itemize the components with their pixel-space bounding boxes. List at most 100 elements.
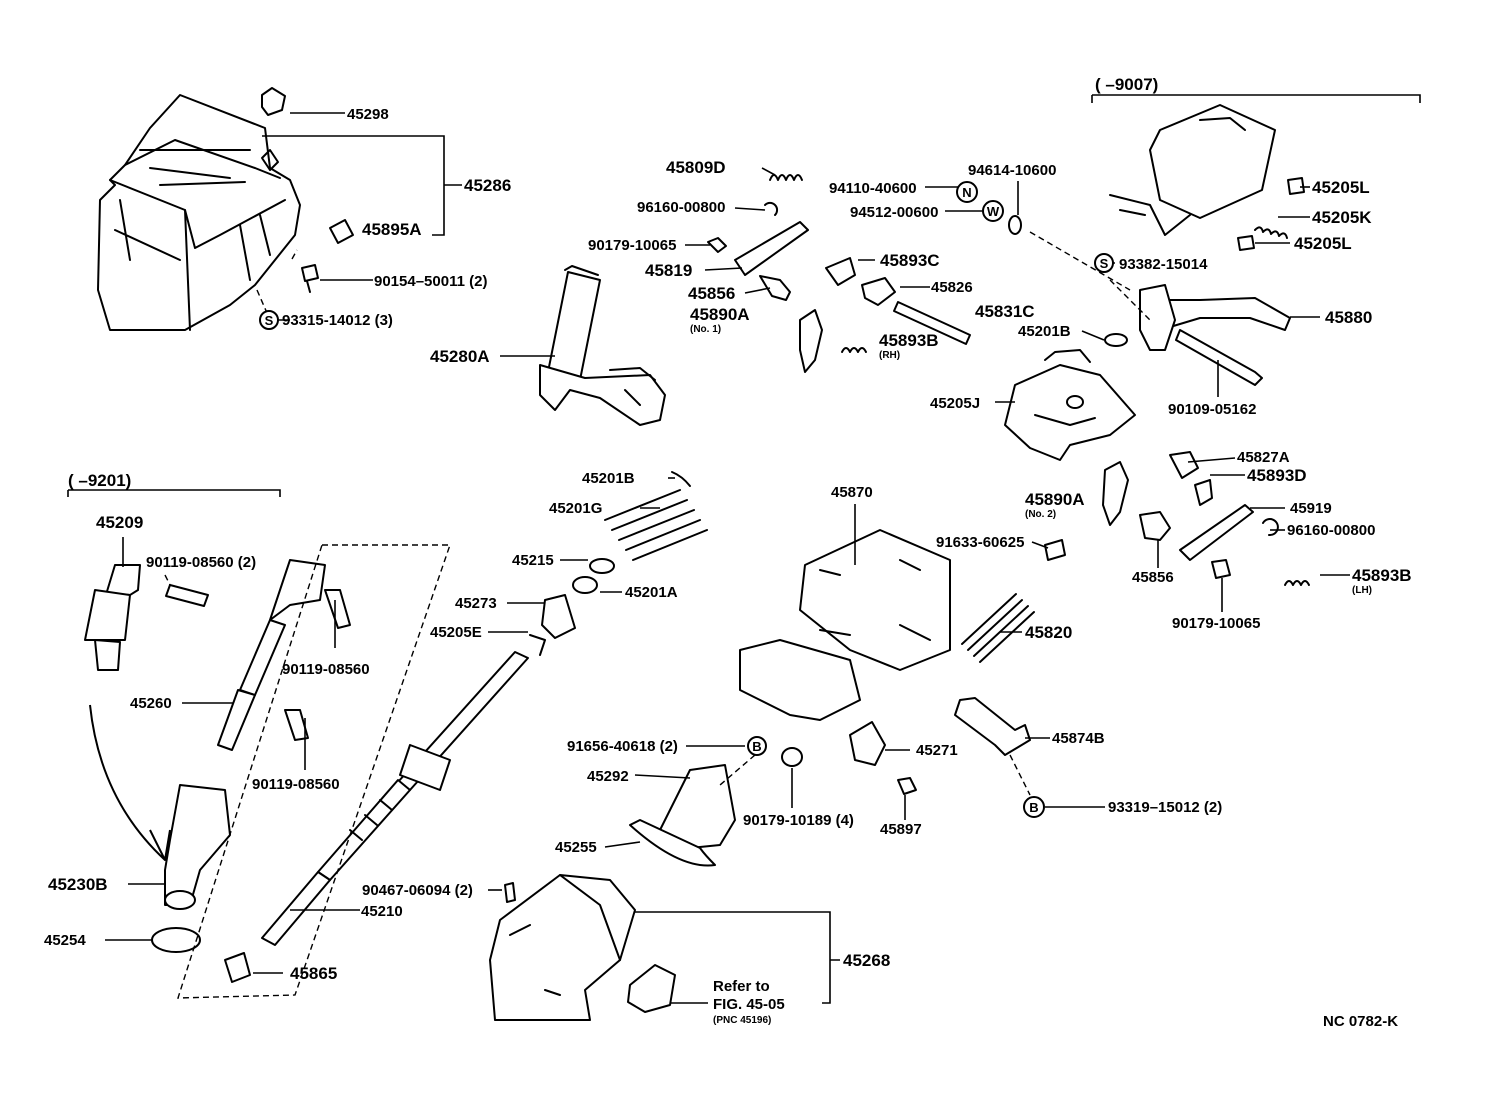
label-94110: 94110-40600	[829, 180, 917, 197]
clip-45205E-drawing	[529, 634, 546, 656]
washer-94614-drawing	[1008, 215, 1022, 235]
pin-45897-drawing	[897, 777, 917, 795]
label-90179-c: 90179-10065	[1172, 615, 1260, 632]
part-45205L-a-drawing	[1287, 177, 1305, 195]
label-45205L-a: 45205L	[1312, 178, 1370, 197]
symbol-b-a: B	[747, 736, 767, 756]
spring-45893B-lh-drawing	[1284, 580, 1310, 586]
lever-45890A-no1-drawing	[799, 309, 823, 373]
label-93382: 93382-15014	[1119, 256, 1208, 273]
label-45856-a: 45856	[688, 284, 735, 303]
bearing-45273-drawing	[541, 594, 576, 639]
lever-45819-drawing	[734, 221, 809, 276]
label-45255: 45255	[555, 839, 597, 856]
label-45273: 45273	[455, 595, 497, 612]
label-93315: 93315-14012 (3)	[282, 312, 393, 329]
bolt-90119-b-drawing	[324, 589, 351, 629]
label-93319: 93319–15012 (2)	[1108, 799, 1222, 816]
reference-note-line1: Refer to	[713, 978, 770, 995]
label-45271: 45271	[916, 742, 958, 759]
spring-45893B-rh-drawing	[841, 347, 867, 353]
main-shaft-45210-drawing	[261, 651, 529, 946]
gasket-45255-drawing	[629, 819, 716, 867]
label-45820: 45820	[1025, 623, 1072, 642]
label-45895A: 45895A	[362, 220, 422, 239]
tilt-lever-45880-drawing	[1139, 284, 1291, 351]
pad-45196-drawing	[627, 964, 676, 1013]
reference-note-line2: FIG. 45-05	[713, 996, 785, 1013]
label-91633: 91633-60625	[936, 534, 1024, 551]
pin-45856-drawing	[759, 275, 791, 301]
lever-45893D-drawing	[1194, 479, 1213, 506]
label-45205J: 45205J	[930, 395, 980, 412]
label-45874B: 45874B	[1052, 730, 1105, 747]
label-45201B-a: 45201B	[1018, 323, 1071, 340]
label-45870: 45870	[831, 484, 873, 501]
clip-96160-b-drawing	[1262, 518, 1279, 537]
label-90119-c: 90119-08560	[252, 776, 340, 793]
label-45919: 45919	[1290, 500, 1332, 517]
ring-45215-drawing	[589, 558, 615, 574]
clip-96160-drawing	[764, 201, 779, 216]
leader-lines	[67, 94, 1421, 1004]
bolt-90119-c-drawing	[284, 709, 309, 741]
label-45298: 45298	[347, 106, 389, 123]
lower-column-cover-45268-drawing	[489, 874, 636, 1021]
label-45893B-lh: 45893B	[1352, 566, 1412, 585]
label-45286: 45286	[464, 176, 511, 195]
label-45827A: 45827A	[1237, 449, 1290, 466]
label-45831C: 45831C	[975, 302, 1035, 321]
bushing-45865-drawing	[224, 952, 251, 983]
label-45890A-no2-note: (No. 2)	[1025, 509, 1056, 520]
label-45897: 45897	[880, 821, 922, 838]
range-9201: ( –9201)	[68, 471, 131, 490]
direction-arrow	[89, 704, 171, 861]
diagram-code: NC 0782-K	[1323, 1013, 1398, 1030]
symbol-s-b: S	[1094, 253, 1114, 273]
label-45890A-no1-note: (No. 1)	[690, 324, 721, 335]
intermediate-shaft-45260-drawing	[217, 559, 326, 751]
svg-text:S: S	[1100, 256, 1109, 271]
reference-note-line3: (PNC 45196)	[713, 1015, 771, 1026]
label-45809D: 45809D	[666, 158, 726, 177]
label-45209: 45209	[96, 513, 143, 532]
part-45205L-b-drawing	[1237, 235, 1255, 251]
label-45893B-rh-note: (RH)	[879, 350, 900, 361]
label-45819-a: 45819	[645, 261, 692, 280]
label-90467: 90467-06094 (2)	[362, 882, 473, 899]
label-90119-a: 90119-08560 (2)	[146, 554, 256, 571]
shaft-45831C-drawing	[893, 301, 971, 345]
label-45890A-no2: 45890A	[1025, 490, 1085, 509]
label-45856-b: 45856	[1132, 569, 1174, 586]
screw-90467-drawing	[504, 882, 516, 903]
housing-45205J-drawing	[1004, 349, 1136, 461]
label-45260: 45260	[130, 695, 172, 712]
svg-text:N: N	[962, 185, 971, 200]
spring-45205K-drawing	[1254, 226, 1288, 239]
cap-45298-drawing	[261, 87, 286, 116]
seal-45254-drawing	[151, 927, 201, 953]
label-45893B-lh-note: (LH)	[1352, 585, 1372, 596]
label-45254: 45254	[44, 932, 86, 949]
ring-45201B-b-drawing	[671, 471, 691, 487]
label-45865: 45865	[290, 964, 337, 983]
spring-45809D-drawing	[769, 174, 803, 181]
plate-45826-drawing	[861, 277, 896, 306]
label-45201A: 45201A	[625, 584, 678, 601]
label-45292: 45292	[587, 768, 629, 785]
label-45268: 45268	[843, 951, 890, 970]
plate-45874B-drawing	[954, 697, 1031, 756]
label-45201B-b: 45201B	[582, 470, 635, 487]
plate-45827A-drawing	[1169, 451, 1199, 479]
label-96160-b: 96160-00800	[1287, 522, 1375, 539]
bolt-90119-a-drawing	[165, 584, 209, 607]
lever-45893C-drawing	[825, 257, 856, 286]
bolt-90109-drawing	[1175, 329, 1263, 386]
universal-joint-45209-drawing	[84, 564, 141, 671]
svg-text:B: B	[752, 739, 761, 754]
label-96160-a: 96160-00800	[637, 199, 725, 216]
label-90179-b: 90179-10189 (4)	[743, 812, 854, 829]
bracket-45271-drawing	[849, 721, 886, 766]
label-91656: 91656-40618 (2)	[567, 738, 678, 755]
lever-45890A-no2-drawing	[1102, 461, 1129, 526]
